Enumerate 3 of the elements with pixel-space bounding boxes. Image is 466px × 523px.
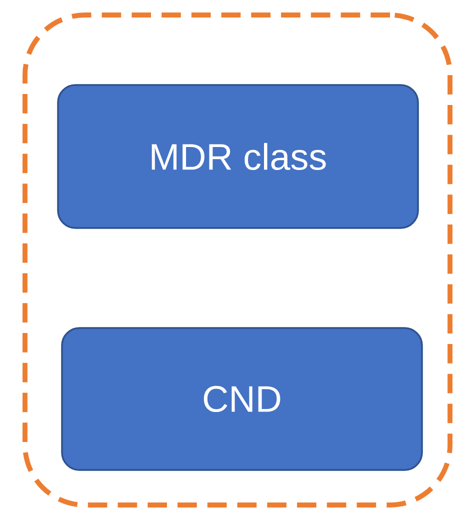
- process-box: CND: [61, 327, 423, 471]
- dashed-group-box: [22, 12, 452, 508]
- process-box: MDR class: [57, 84, 419, 229]
